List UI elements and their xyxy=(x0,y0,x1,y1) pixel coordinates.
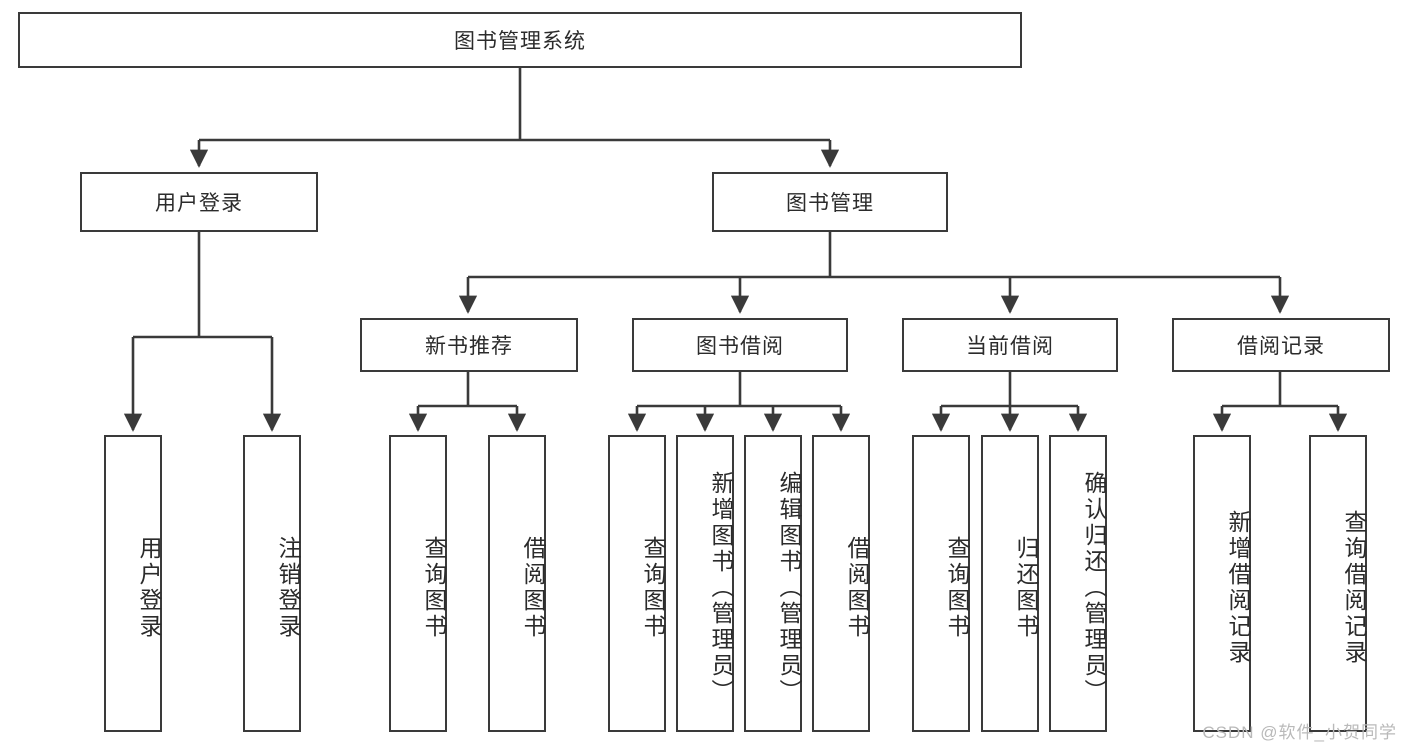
leaf-record-add-record[interactable]: 新增借阅记录 xyxy=(1193,435,1251,732)
leaf-borrow-add-book-admin[interactable]: 新增图书（管理员） xyxy=(676,435,734,732)
node-borrow-record[interactable]: 借阅记录 xyxy=(1172,318,1390,372)
leaf-borrow-edit-book-admin[interactable]: 编辑图书（管理员） xyxy=(744,435,802,732)
csdn-watermark: CSDN @软件_小贺同学 xyxy=(1202,723,1397,742)
leaf-recommend-query-book[interactable]: 查询图书 xyxy=(389,435,447,732)
node-label: 查询借阅记录 xyxy=(1341,509,1367,666)
leaf-borrow-query-book[interactable]: 查询图书 xyxy=(608,435,666,732)
node-label: 注销登录 xyxy=(275,535,301,640)
node-label: 新增图书（管理员） xyxy=(708,470,734,705)
leaf-user-login-login[interactable]: 用户登录 xyxy=(104,435,162,732)
leaf-current-return-book[interactable]: 归还图书 xyxy=(981,435,1039,732)
node-label: 编辑图书（管理员） xyxy=(776,470,802,705)
leaf-current-confirm-return-admin[interactable]: 确认归还（管理员） xyxy=(1049,435,1107,732)
node-user-login[interactable]: 用户登录 xyxy=(80,172,318,232)
node-new-book-recommend[interactable]: 新书推荐 xyxy=(360,318,578,372)
node-label: 图书借阅 xyxy=(696,335,784,358)
node-label: 用户登录 xyxy=(136,535,162,640)
leaf-recommend-borrow-book[interactable]: 借阅图书 xyxy=(488,435,546,732)
node-label: 查询图书 xyxy=(944,535,970,640)
node-root-book-management-system[interactable]: 图书管理系统 xyxy=(18,12,1022,68)
node-label: 用户登录 xyxy=(155,192,243,215)
node-book-management[interactable]: 图书管理 xyxy=(712,172,948,232)
node-label: 当前借阅 xyxy=(966,335,1054,358)
node-label: 借阅图书 xyxy=(520,535,546,640)
node-label: 图书管理 xyxy=(786,192,874,215)
node-label: 新书推荐 xyxy=(425,335,513,358)
node-label: 图书管理系统 xyxy=(454,30,586,53)
leaf-borrow-borrow-book[interactable]: 借阅图书 xyxy=(812,435,870,732)
node-label: 新增借阅记录 xyxy=(1225,509,1251,666)
leaf-user-login-logout[interactable]: 注销登录 xyxy=(243,435,301,732)
leaf-current-query-book[interactable]: 查询图书 xyxy=(912,435,970,732)
node-label: 确认归还（管理员） xyxy=(1081,470,1107,705)
leaf-record-query-record[interactable]: 查询借阅记录 xyxy=(1309,435,1367,732)
node-book-borrow[interactable]: 图书借阅 xyxy=(632,318,848,372)
node-label: 借阅图书 xyxy=(844,535,870,640)
node-current-borrow[interactable]: 当前借阅 xyxy=(902,318,1118,372)
node-label: 查询图书 xyxy=(421,535,447,640)
node-label: 查询图书 xyxy=(640,535,666,640)
node-label: 归还图书 xyxy=(1013,535,1039,640)
node-label: 借阅记录 xyxy=(1237,335,1325,358)
